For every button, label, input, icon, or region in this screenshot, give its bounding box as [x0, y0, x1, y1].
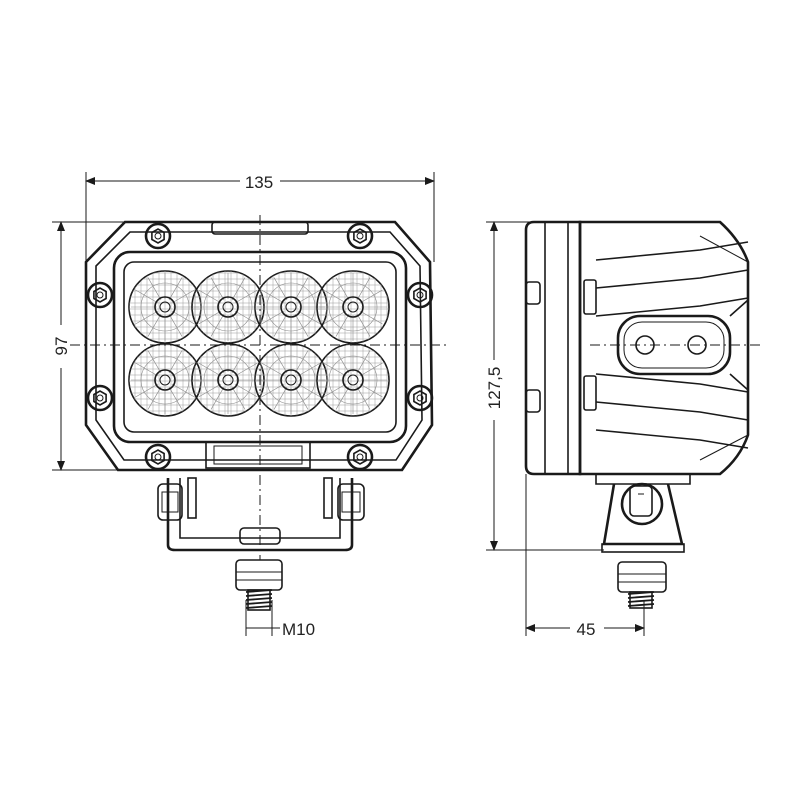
- side-bezel: [524, 220, 582, 476]
- side-stud: [617, 561, 667, 609]
- led-reflectors: [128, 270, 390, 417]
- width-label: 135: [245, 173, 273, 192]
- height-label: 97: [52, 337, 71, 356]
- thread-label: M10: [282, 620, 315, 639]
- bolt: [346, 443, 374, 471]
- bolt: [406, 281, 434, 309]
- front-stud: [235, 527, 283, 611]
- dimension-height: 97: [52, 221, 125, 471]
- led-reflector: [316, 343, 390, 417]
- bolt: [144, 443, 172, 471]
- led-reflector: [191, 270, 265, 344]
- led-reflector: [254, 343, 328, 417]
- led-reflector: [128, 270, 202, 344]
- bottom-tab-inner: [213, 445, 303, 465]
- bolt: [406, 384, 434, 412]
- total-height-label: 127,5: [485, 367, 504, 410]
- front-bolts: [86, 222, 434, 471]
- led-reflector: [191, 343, 265, 417]
- front-housing-inner: [95, 231, 423, 461]
- bottom-tab: [205, 441, 311, 469]
- depth-label: 45: [577, 620, 596, 639]
- dimension-width: 135: [85, 172, 435, 262]
- front-view: [70, 215, 450, 611]
- bolt: [86, 281, 114, 309]
- side-bracket: [601, 482, 685, 553]
- front-housing-outer: [84, 220, 434, 472]
- dimension-total-height: 127,5: [485, 221, 604, 551]
- bolt: [346, 222, 374, 250]
- bolt: [86, 384, 114, 412]
- front-bracket: [157, 477, 365, 552]
- dimension-depth: 45: [525, 474, 645, 639]
- led-reflector: [316, 270, 390, 344]
- bolt: [144, 222, 172, 250]
- side-view: [524, 220, 760, 609]
- led-reflector: [128, 343, 202, 417]
- cooling-fins: [595, 235, 749, 461]
- dimension-thread: M10: [245, 600, 315, 639]
